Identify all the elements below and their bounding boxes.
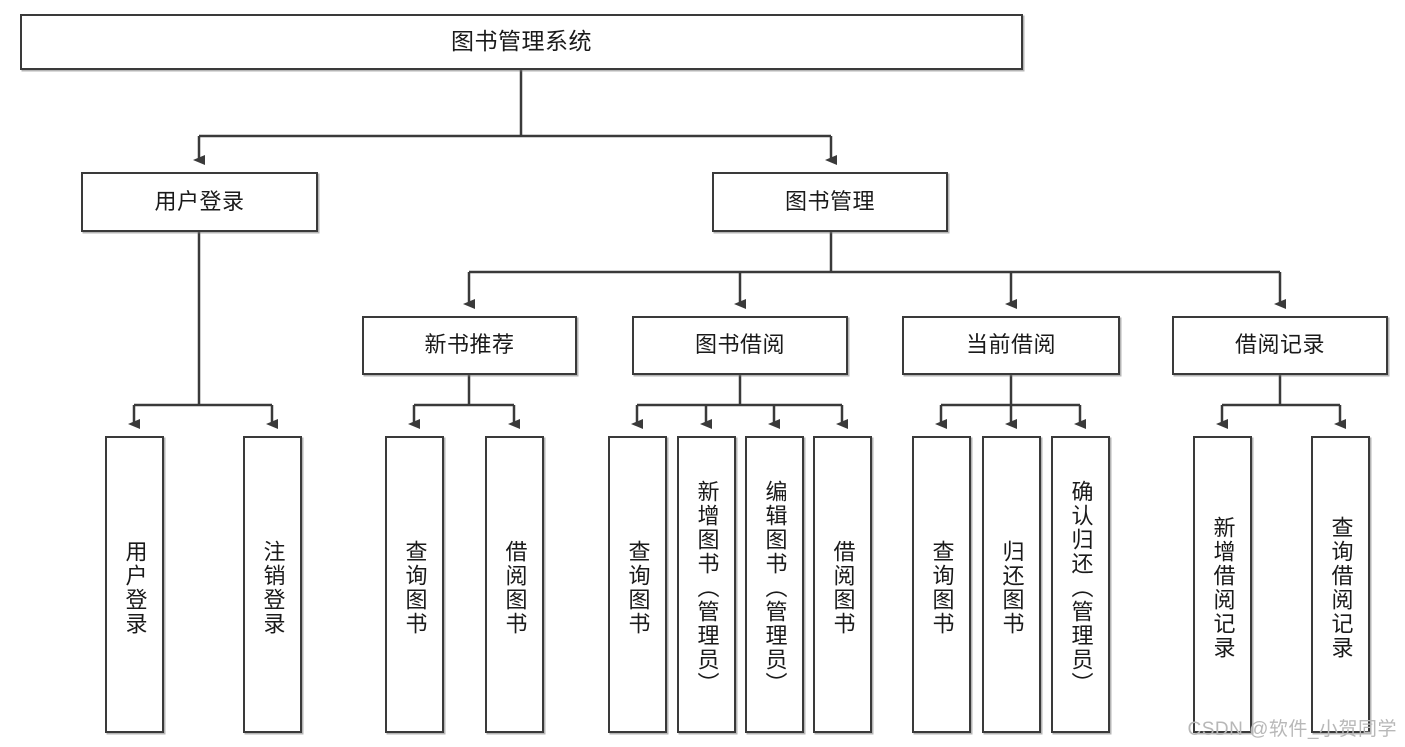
leaf-current-return-book[interactable]: 归还图书 [982,436,1041,733]
node-label: 新增借阅记录 [1210,515,1236,660]
leaf-new-book-query[interactable]: 查询图书 [385,436,444,733]
leaf-borrow-add-book[interactable]: 新增图书（管理员） [677,436,736,733]
node-label: 借阅图书 [830,539,856,636]
node-label: 编辑图书（管理员） [762,479,788,696]
node-book-management[interactable]: 图书管理 [712,172,948,232]
node-label: 借阅图书 [502,539,528,636]
node-label: 新书推荐 [424,332,515,358]
leaf-borrow-edit-book[interactable]: 编辑图书（管理员） [745,436,804,733]
node-root-system[interactable]: 图书管理系统 [20,14,1023,70]
node-borrow-record[interactable]: 借阅记录 [1172,316,1388,375]
node-label: 图书管理 [784,188,875,214]
node-label: 当前借阅 [965,332,1056,358]
node-label: 查询图书 [625,539,651,636]
node-label: 借阅记录 [1234,332,1325,358]
leaf-record-query[interactable]: 查询借阅记录 [1311,436,1370,733]
node-user-login[interactable]: 用户登录 [81,172,318,232]
node-new-book-recommend[interactable]: 新书推荐 [362,316,577,375]
leaf-current-confirm-return[interactable]: 确认归还（管理员） [1051,436,1110,733]
node-current-borrow[interactable]: 当前借阅 [902,316,1120,375]
node-label: 查询图书 [929,539,955,636]
node-label: 新增图书（管理员） [694,479,720,696]
leaf-current-query-book[interactable]: 查询图书 [912,436,971,733]
watermark-text: CSDN @软件_小贺同学 [1187,719,1397,740]
leaf-borrow-borrow-book[interactable]: 借阅图书 [813,436,872,733]
node-label: 用户登录 [122,539,148,636]
node-book-borrow[interactable]: 图书借阅 [632,316,848,375]
node-label: 查询图书 [402,539,428,636]
node-label: 注销登录 [260,539,286,636]
leaf-user-login-logout[interactable]: 注销登录 [243,436,302,733]
node-label: 查询借阅记录 [1328,515,1354,660]
node-label: 图书借阅 [694,332,785,358]
node-label: 归还图书 [999,539,1025,636]
leaf-record-add[interactable]: 新增借阅记录 [1193,436,1252,733]
node-label: 图书管理系统 [451,28,592,55]
leaf-borrow-query-book[interactable]: 查询图书 [608,436,667,733]
node-label: 用户登录 [154,188,245,214]
leaf-new-book-borrow[interactable]: 借阅图书 [485,436,544,733]
leaf-user-login-login[interactable]: 用户登录 [105,436,164,733]
node-label: 确认归还（管理员） [1068,479,1094,696]
